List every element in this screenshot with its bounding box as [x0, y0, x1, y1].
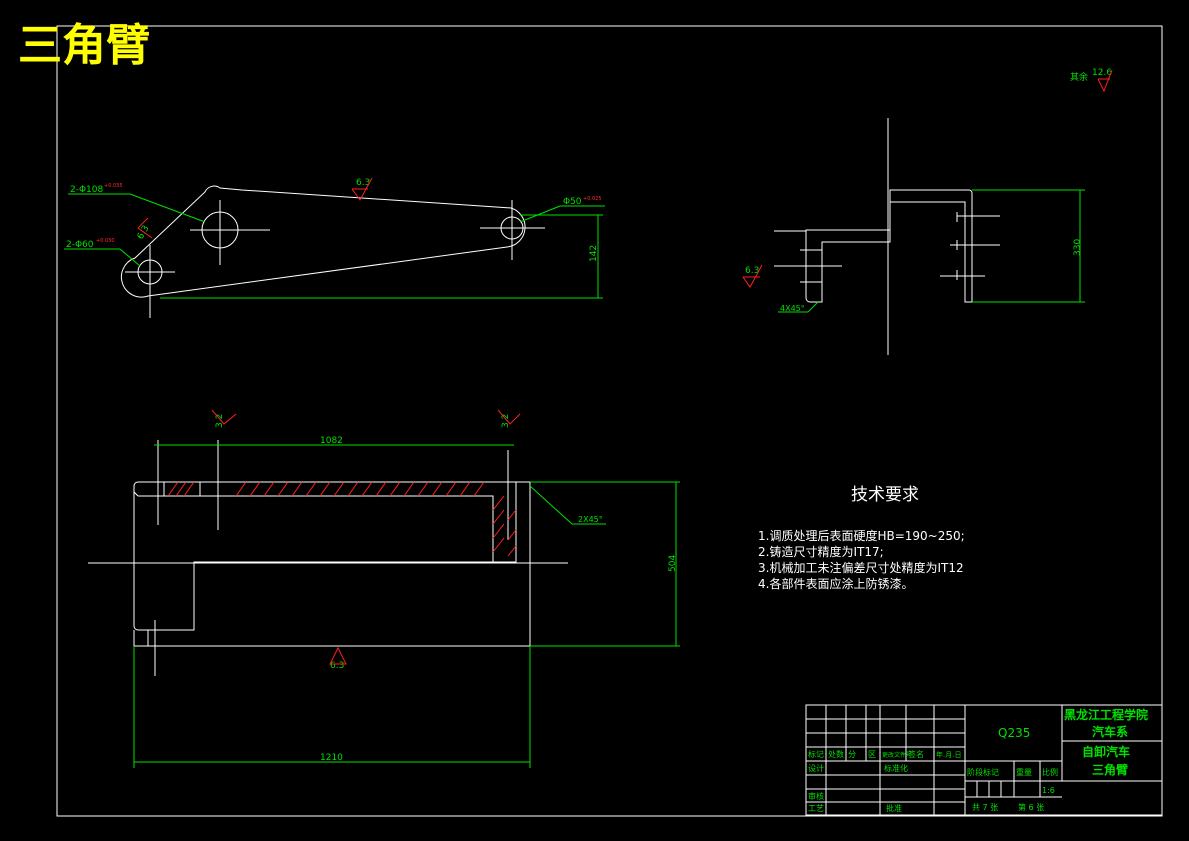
section-hatch: [167, 481, 517, 557]
tb-scale-label: 比例: [1042, 767, 1058, 777]
hole-small-tol: +0.030: [96, 238, 115, 244]
front-height-dim: 504: [668, 555, 678, 572]
hole-large-label: 2-Φ108: [70, 185, 104, 195]
tb-design: 设计: [808, 763, 824, 773]
top-height-dim: 142: [589, 245, 599, 262]
part-name: 三角臂: [1092, 762, 1128, 777]
tb-change-doc: 更改文件号: [882, 751, 912, 759]
arm-outline: [120, 185, 526, 298]
top-roughness-top: 6.3: [356, 178, 370, 188]
drawing-title: 三角臂: [18, 20, 150, 71]
general-roughness-value: 12.6: [1092, 68, 1112, 78]
general-roughness-label: 其余: [1070, 71, 1088, 83]
hole-end-label: Φ50: [563, 197, 582, 207]
department-name: 汽车系: [1092, 724, 1128, 739]
tech-heading: 技术要求: [851, 485, 919, 505]
tb-scale: 1:6: [1042, 786, 1055, 795]
tb-section: 分: [848, 750, 856, 759]
tech-item-3: 3.机械加工未注偏差尺寸处精度为IT12: [758, 560, 964, 575]
front-roughness-bottom: 6.3: [330, 661, 344, 671]
tech-requirements: 技术要求 1.调质处理后表面硬度HB=190~250; 2.铸造尺寸精度为IT1…: [758, 485, 965, 591]
side-chamfer: 4X45°: [780, 304, 805, 313]
tb-review: 审核: [808, 791, 824, 801]
tech-item-1: 1.调质处理后表面硬度HB=190~250;: [758, 528, 965, 543]
hole-end-tol: +0.025: [583, 196, 602, 202]
title-block: Q235 黑龙江工程学院 汽车系 自卸汽车 三角臂 标记 处数 分 区 更改文件…: [805, 704, 1163, 816]
front-chamfer: 2X45°: [578, 515, 603, 524]
tech-item-4: 4.各部件表面应涂上防锈漆。: [758, 576, 913, 591]
tb-date: 年.月.日: [936, 750, 961, 759]
front-width-bottom: 1210: [320, 753, 343, 763]
side-roughness: 6.3: [745, 266, 759, 276]
tb-weight: 重量: [1016, 767, 1032, 777]
tb-process: 工艺: [808, 804, 824, 813]
general-roughness: 其余 12.6: [1070, 68, 1113, 93]
tb-sheet-no: 第 6 张: [1018, 802, 1044, 812]
tb-mark: 标记: [808, 749, 824, 759]
side-view: 330 6.3 4X45°: [742, 118, 1085, 355]
tb-count: 处数: [828, 749, 844, 759]
tb-standardize: 标准化: [884, 763, 908, 773]
front-view: 1082 1210 504 2X45° 3.2 3.2 6.3: [88, 409, 680, 768]
front-roughness-right: 3.2: [501, 414, 511, 428]
hole-small-label: 2-Φ60: [66, 240, 94, 250]
front-width-top: 1082: [320, 436, 343, 446]
school-name: 黑龙江工程学院: [1064, 707, 1148, 722]
top-view: 2-Φ108 +0.035 2-Φ60 +0.030 Φ50 +0.025 6.…: [64, 177, 605, 318]
tb-approve: 批准: [886, 803, 902, 813]
drawing-border: [56, 25, 1163, 817]
front-roughness-left: 3.2: [215, 414, 225, 428]
side-height-dim: 330: [1073, 239, 1083, 256]
tb-stage-mark: 阶段标记: [967, 767, 999, 777]
tb-zone: 区: [868, 750, 876, 759]
material-value: Q235: [998, 726, 1030, 740]
tb-sheets: 共 7 张: [972, 803, 998, 812]
roughness-symbol-icon: [1097, 69, 1113, 93]
tb-sign: 签名: [908, 749, 924, 759]
project-name: 自卸汽车: [1082, 744, 1130, 759]
tech-item-2: 2.铸造尺寸精度为IT17;: [758, 544, 884, 559]
hole-large-tol: +0.035: [104, 183, 123, 189]
